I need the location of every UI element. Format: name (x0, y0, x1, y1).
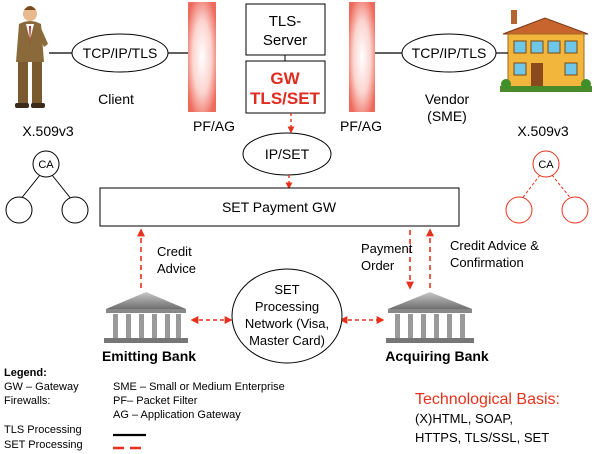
tls-server-label-2: Server (263, 32, 307, 49)
vendor-label-2: (SME) (427, 108, 467, 124)
legend-ag: AG – Application Gateway (113, 409, 241, 421)
credit-advice-label-1: Credit (157, 244, 192, 259)
tls-server-label-1: TLS- (269, 13, 302, 30)
legend-title: Legend: (4, 367, 47, 379)
client-person-icon (15, 6, 48, 108)
x509-left-label: X.509v3 (22, 123, 74, 139)
x509-right-label: X.509v3 (517, 123, 569, 139)
legend-sme: SME – Small or Medium Enterprise (113, 381, 285, 393)
payment-order-label-1: Payment (361, 241, 413, 256)
acquiring-bank-label: Acquiring Bank (385, 348, 489, 364)
tcp-ip-tls-left (71, 33, 169, 73)
acquiring-bank-icon (386, 292, 474, 343)
gw-label-1: GW (270, 69, 300, 88)
network-label-2: Processing (255, 299, 319, 314)
payment-order-label-2: Order (361, 258, 395, 273)
firewall-left (188, 2, 216, 112)
network-label-3: Network (Visa, (245, 316, 329, 331)
gw-label-2: TLS/SET (250, 89, 321, 108)
ca-tree-left (5, 150, 89, 224)
payment-gw-label: SET Payment GW (222, 199, 337, 215)
network-label-4: Master Card) (249, 333, 325, 348)
basis-line-2: HTTPS, TLS/SSL, SET (415, 430, 549, 445)
credit-confirm-label-2: Confirmation (450, 255, 524, 270)
basis-title: Technological Basis: (415, 391, 560, 408)
legend-pf: PF– Packet Filter (113, 395, 198, 407)
ca-right-label: CA (538, 159, 554, 171)
legend-tls: TLS Processing (4, 424, 82, 436)
tcp-left-label: TCP/IP/TLS (83, 45, 158, 61)
legend-set: SET Processing (4, 439, 83, 451)
credit-advice-label-2: Advice (157, 261, 196, 276)
set-payment-gw-box (99, 187, 460, 227)
gw-tls-set-box (245, 60, 326, 114)
pf-ag-right-label: PF/AG (340, 118, 382, 134)
tcp-right-label: TCP/IP/TLS (412, 45, 487, 61)
ip-set-ellipse (242, 132, 332, 176)
network-label-1: SET (274, 282, 299, 297)
ca-left-label: CA (38, 159, 54, 171)
vendor-house-icon (500, 10, 592, 92)
pf-ag-left-label: PF/AG (193, 118, 235, 134)
basis-line-1: (X)HTML, SOAP, (415, 411, 513, 426)
tcp-ip-tls-right (401, 33, 497, 73)
ip-set-label: IP/SET (265, 146, 310, 162)
firewall-right (349, 2, 375, 112)
emitting-bank-icon (104, 292, 188, 343)
vendor-label-1: Vendor (425, 91, 470, 107)
legend-gw: GW – Gateway (4, 381, 79, 393)
credit-confirm-label-1: Credit Advice & (450, 238, 539, 253)
client-label: Client (98, 91, 134, 107)
set-processing-network (231, 268, 343, 364)
emitting-bank-label: Emitting Bank (102, 348, 196, 364)
legend-firewalls: Firewalls: (4, 395, 50, 407)
ca-tree-right (505, 150, 589, 224)
